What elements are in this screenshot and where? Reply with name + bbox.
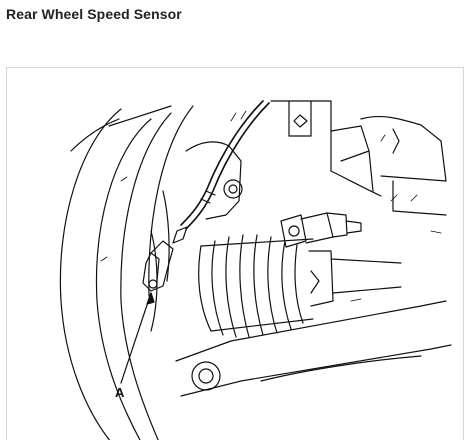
wheel-speed-sensor-diagram	[59, 100, 452, 440]
detail-lines	[100, 110, 442, 302]
page-title: Rear Wheel Speed Sensor	[6, 6, 182, 22]
lower-arm	[175, 300, 452, 397]
callout-leader-a	[120, 292, 155, 384]
drive-shaft-boot	[198, 234, 402, 338]
mounting-bolt	[280, 212, 362, 248]
callout-label-a: A	[115, 385, 125, 400]
sensor-cable	[172, 100, 270, 244]
brake-disc-outline	[59, 105, 194, 440]
speed-sensor-body	[142, 240, 174, 292]
diagram-frame: A	[6, 67, 464, 440]
upper-bracket	[270, 100, 447, 216]
